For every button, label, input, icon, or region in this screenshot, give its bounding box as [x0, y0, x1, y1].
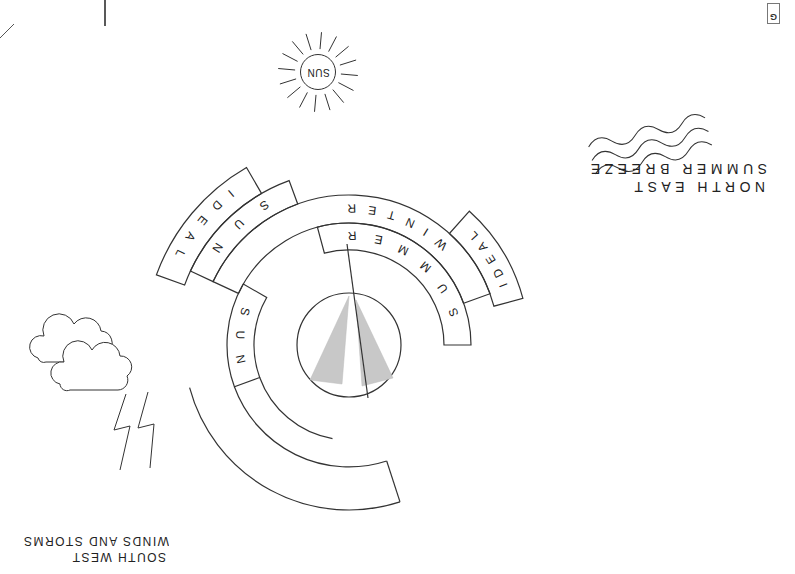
storm-cloud [30, 314, 132, 391]
sun-ray [287, 87, 300, 98]
band-outline [227, 284, 267, 387]
wind-note: NORTH EAST SUMMER BREEZE [585, 160, 767, 196]
cloud [51, 341, 132, 391]
corner-box: G [767, 3, 780, 24]
sun-ray [315, 95, 317, 112]
sun-ray [306, 34, 311, 50]
sun-ray [300, 92, 308, 107]
band-label-path: SUMMER [329, 228, 462, 318]
sun-ray [320, 32, 322, 49]
band-outline [449, 211, 523, 306]
band-label-path: SUN [197, 197, 272, 275]
band-outline [190, 181, 297, 282]
sun-ray [338, 83, 353, 91]
sun-ray [336, 46, 349, 57]
band-label-path: SUN [233, 306, 253, 381]
sun-ray [340, 60, 356, 65]
corner-mark: G [770, 11, 777, 22]
sun-label: SUN [307, 67, 330, 78]
divider-line [347, 244, 368, 398]
lightning [114, 392, 154, 470]
sun-ray [280, 79, 296, 84]
ring-arc [387, 461, 400, 502]
band-label: IDEAL [461, 223, 510, 289]
band-label-path: IDEAL [461, 223, 510, 289]
lightning-bolt [114, 394, 130, 470]
sun-ray [325, 94, 330, 110]
sun-ray [341, 74, 358, 76]
sun-circle: SUN [300, 54, 336, 90]
north-arrow [356, 300, 393, 386]
sun-ray [283, 54, 298, 62]
edge-line [104, 0, 106, 26]
band-label: SUMMER [329, 228, 462, 318]
north-arrow [310, 296, 349, 384]
ring-arc [190, 388, 400, 510]
band-label: SUN [233, 306, 253, 381]
sun-ray [333, 90, 344, 103]
ring-arc [234, 387, 386, 467]
sun-ray [329, 37, 337, 52]
sun-ray [292, 41, 303, 54]
wind-note: SOUTH WEST WINDS AND STORMS [21, 533, 169, 564]
sun-ray [278, 69, 295, 71]
band-outline [317, 223, 471, 345]
lightning-bolt [138, 392, 154, 468]
north-circle [297, 293, 401, 397]
edge-line [0, 24, 14, 38]
sun-rays [278, 32, 358, 112]
band-label: SUN [197, 197, 272, 275]
